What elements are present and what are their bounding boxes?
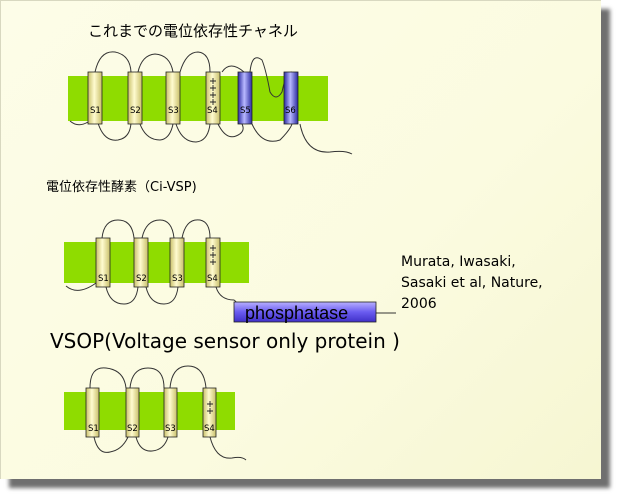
helix-s3 xyxy=(169,237,185,288)
helix-s2 xyxy=(125,387,140,438)
membrane-band xyxy=(64,242,249,283)
positive-charges xyxy=(210,78,216,105)
positive-charges xyxy=(210,245,216,265)
polypeptide-chain xyxy=(65,219,396,314)
positive-charges xyxy=(207,401,213,414)
polypeptide-chain xyxy=(69,51,353,155)
segment-label: S1 xyxy=(88,424,99,434)
segment-label: S4 xyxy=(204,424,215,434)
segment-label: S2 xyxy=(136,274,147,284)
segment-label: S2 xyxy=(127,424,138,434)
segment-label: S3 xyxy=(168,106,179,116)
segment-label: S1 xyxy=(90,106,101,116)
helix-s3 xyxy=(163,387,178,438)
helix-s2 xyxy=(133,237,149,288)
helix-s2 xyxy=(127,71,143,125)
helix-s1 xyxy=(85,387,100,438)
heading-vsop: VSOP(Voltage sensor only protein ) xyxy=(50,329,400,353)
helix-s5 xyxy=(237,71,253,125)
helix-s6 xyxy=(283,71,299,125)
segment-label: S4 xyxy=(207,274,218,284)
segment-label: S5 xyxy=(240,106,251,116)
segment-label: S4 xyxy=(207,106,218,116)
helix-s3 xyxy=(165,71,181,125)
enzyme-diagram: S1 S2 S3 S4 phosphatase xyxy=(64,219,396,323)
segment-label: S1 xyxy=(98,274,109,284)
heading-voltage-gated-channels: これまでの電位依存性チャネル xyxy=(88,22,298,40)
helix-s1 xyxy=(95,237,111,288)
segment-label: S6 xyxy=(285,106,296,116)
channel-diagram: S1 S2 S3 S4 S5 S6 xyxy=(68,51,353,155)
reference-line: Murata, Iwasaki, xyxy=(401,254,516,270)
reference-citation: Murata, Iwasaki, Sasaki et al, Nature, 2… xyxy=(401,252,543,315)
helix-s1 xyxy=(87,71,103,125)
heading-voltage-sensing-enzyme: 電位依存性酵素（Ci-VSP) xyxy=(46,180,197,195)
segment-label: S2 xyxy=(130,106,141,116)
vsop-diagram: S1 S2 S3 S4 xyxy=(64,365,247,461)
phosphatase-domain xyxy=(233,301,377,323)
reference-line: 2006 xyxy=(401,296,437,312)
segment-label: S3 xyxy=(165,424,176,434)
reference-line: Sasaki et al, Nature, xyxy=(401,275,543,291)
polypeptide-chain xyxy=(89,365,247,461)
phosphatase-label: phosphatase xyxy=(245,303,348,323)
segment-label: S3 xyxy=(172,274,183,284)
helix-s4 xyxy=(202,387,217,438)
